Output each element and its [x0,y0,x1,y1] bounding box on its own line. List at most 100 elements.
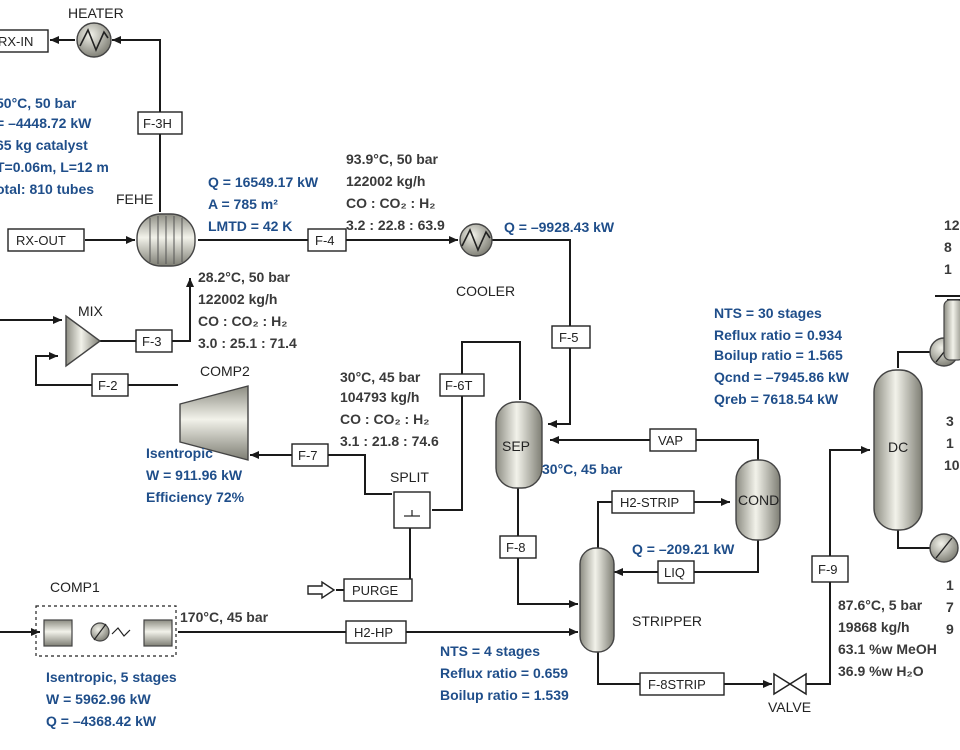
right-edge-values-mid: 3 1 10 [944,413,960,473]
stream-rx-out-label: RX-OUT [16,233,66,248]
cooler-duty: Q = –9928.43 kW [504,219,615,235]
stream-purge[interactable]: PURGE [343,578,413,602]
stream-h2-strip[interactable]: H2-STRIP [611,490,695,514]
reactor-line-2: = –4448.72 kW [0,115,92,131]
f6-line-2: 104793 kg/h [340,389,419,405]
f3-line-2: 122002 kg/h [198,291,277,307]
stream-f5-label: F-5 [559,330,579,345]
f9-line-3: 63.1 %w MeOH [838,641,937,657]
comp2-line-2: W = 911.96 kW [146,467,243,483]
stream-f8[interactable]: F-8 [499,535,537,559]
splitter-icon [393,491,431,529]
comp2-annotation: Isentropic W = 911.96 kW Efficiency 72% [146,445,245,505]
fehe-lmtd: LMTD = 42 K [208,218,292,234]
right-edge-values-top: 12 8 1 [944,217,960,277]
stream-liq[interactable]: LIQ [657,560,695,584]
compressor-comp1-icon [35,605,177,657]
f9-line-4: 36.9 %w H₂O [838,663,924,679]
stream-f6t[interactable]: F-6T [439,373,485,397]
stream-f3-label: F-3 [142,334,162,349]
fehe-annotation: Q = 16549.17 kW A = 785 m² LMTD = 42 K [208,174,319,234]
fehe-label: FEHE [116,191,153,207]
cond-label: COND [738,492,779,508]
sep-conditions: 30°C, 45 bar [542,461,623,477]
f4-line-1: 93.9°C, 50 bar [346,151,439,167]
stream-rx-out[interactable]: RX-OUT [7,228,85,252]
reactor-line-3: 65 kg catalyst [0,137,88,153]
dc-line-3: Boilup ratio = 1.565 [714,347,843,363]
comp2-line-3: Efficiency 72% [146,489,245,505]
stream-h2-strip-label: H2-STRIP [620,495,679,510]
stripper-annotation: NTS = 4 stages Reflux ratio = 0.659 Boil… [440,643,569,703]
f4-line-2: 122002 kg/h [346,173,425,189]
mixer-icon [65,314,102,368]
separator-vessel-icon [495,401,543,489]
comp1-line-3: Q = –4368.42 kW [46,713,157,729]
stream-rx-in[interactable]: RX-IN [0,29,49,53]
stream-f3h[interactable]: F-3H [137,111,183,135]
reactor-line-1: 50°C, 50 bar [0,95,77,111]
heater-icon [76,22,112,58]
stream-f7[interactable]: F-7 [291,443,329,467]
stream-f9[interactable]: F-9 [811,555,849,583]
stream-rx-in-label: RX-IN [0,34,33,49]
stream-f2[interactable]: F-2 [91,373,129,397]
dc-line-5: Qreb = 7618.54 kW [714,391,839,407]
right-edge-values-bot: 1 7 9 [946,577,954,637]
comp1-label: COMP1 [50,579,100,595]
f6-line-3: CO : CO₂ : H₂ [340,411,429,427]
dc-line-1: NTS = 30 stages [714,305,822,321]
stripper-line-1: NTS = 4 stages [440,643,540,659]
stream-f4[interactable]: F-4 [307,228,347,252]
comp1-outlet-conditions: 170°C, 45 bar [180,609,269,625]
stream-h2-hp[interactable]: H2-HP [345,620,407,644]
fehe-duty: Q = 16549.17 kW [208,174,319,190]
comp1-line-2: W = 5962.96 kW [46,691,151,707]
stream-f8strip-label: F-8STRIP [648,677,706,692]
right-top-3: 1 [944,261,952,277]
comp2-line-1: Isentropic [146,445,213,461]
f9-line-2: 19868 kg/h [838,619,910,635]
fehe-heat-exchanger-icon [136,213,196,267]
dc-annotation: NTS = 30 stages Reflux ratio = 0.934 Boi… [714,305,850,407]
f9-conditions: 87.6°C, 5 bar 19868 kg/h 63.1 %w MeOH 36… [838,597,937,679]
mix-label: MIX [78,303,104,319]
f4-line-3: CO : CO₂ : H₂ [346,195,435,211]
right-mid-2: 1 [946,435,954,451]
condenser-vessel-icon [735,459,781,541]
f6-line-4: 3.1 : 21.8 : 74.6 [340,433,439,449]
stream-f8-label: F-8 [506,540,526,555]
split-label: SPLIT [390,469,429,485]
right-bot-1: 1 [946,577,954,593]
stream-h2-hp-label: H2-HP [354,625,393,640]
f4-conditions: 93.9°C, 50 bar 122002 kg/h CO : CO₂ : H₂… [346,151,445,233]
stripper-column-icon [579,547,615,653]
cooler-label: COOLER [456,283,515,299]
right-bot-3: 9 [946,621,954,637]
stream-f8strip[interactable]: F-8STRIP [639,672,725,696]
dc-line-4: Qcnd = –7945.86 kW [714,369,850,385]
reactor-line-5: otal: 810 tubes [0,181,94,197]
valve-label: VALVE [768,699,811,715]
comp1-annotation: Isentropic, 5 stages W = 5962.96 kW Q = … [46,669,177,729]
f6-line-1: 30°C, 45 bar [340,369,421,385]
stream-f4-label: F-4 [315,233,335,248]
stream-f5[interactable]: F-5 [551,325,591,349]
f6-conditions: 30°C, 45 bar 104793 kg/h CO : CO₂ : H₂ 3… [340,369,439,449]
stream-liq-label: LIQ [664,565,685,580]
cooler-icon [459,223,493,257]
stream-vap-label: VAP [658,433,683,448]
f3-line-1: 28.2°C, 50 bar [198,269,291,285]
right-mid-3: 10 [944,457,960,473]
stream-vap[interactable]: VAP [649,428,697,452]
f3-line-4: 3.0 : 25.1 : 71.4 [198,335,297,351]
stripper-line-3: Boilup ratio = 1.539 [440,687,569,703]
stripper-label: STRIPPER [632,613,702,629]
dc-line-2: Reflux ratio = 0.934 [714,327,842,343]
heater-label: HEATER [68,5,124,21]
stream-purge-label: PURGE [352,583,399,598]
stream-f3[interactable]: F-3 [135,329,173,353]
reactor-annotation: 50°C, 50 bar = –4448.72 kW 65 kg catalys… [0,95,109,197]
f3-line-3: CO : CO₂ : H₂ [198,313,287,329]
